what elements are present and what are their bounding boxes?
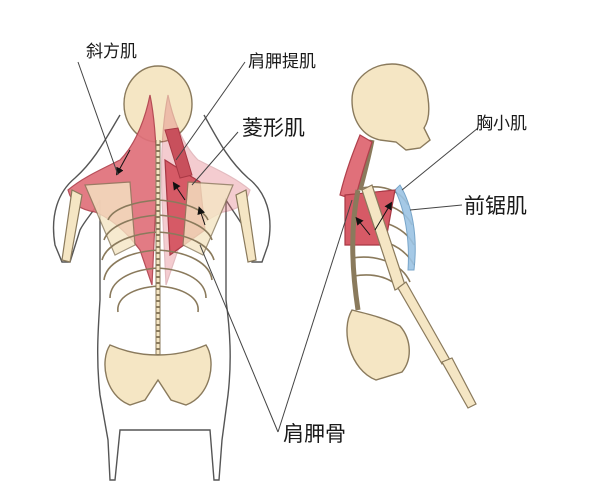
back-body-outline <box>52 114 271 481</box>
side-serratus-highlight <box>394 184 416 271</box>
side-muscle-arrows <box>355 201 393 236</box>
label-levator-scapulae: 肩胛提肌 <box>248 52 316 72</box>
back-arm-right <box>235 189 257 263</box>
back-pelvis <box>104 344 212 406</box>
leader-scapula-side <box>277 199 353 433</box>
label-scapula: 肩胛骨 <box>283 422 346 446</box>
leader-scapula-back <box>199 244 279 433</box>
back-ribcage <box>101 199 215 313</box>
back-view-figure <box>52 65 271 481</box>
side-pelvis <box>346 309 410 381</box>
label-serratus-anterior: 前锯肌 <box>464 194 527 218</box>
label-pectoralis-minor: 胸小肌 <box>476 114 527 134</box>
leader-pectoralis-minor <box>401 127 479 191</box>
leader-serratus <box>409 204 463 211</box>
side-spine <box>350 189 361 311</box>
side-skull <box>351 63 431 151</box>
leader-rhomboid <box>191 131 239 186</box>
leader-trapezius <box>77 61 119 176</box>
back-scapula-left <box>84 181 136 256</box>
back-arm-left <box>61 189 83 263</box>
leader-levator <box>175 61 246 161</box>
leader-lines <box>77 61 479 433</box>
side-hand <box>441 357 477 409</box>
side-view-figure <box>339 63 477 409</box>
label-rhomboid: 菱形肌 <box>242 116 305 140</box>
back-muscle-arrows <box>116 149 206 226</box>
side-upper-arm <box>361 184 406 291</box>
back-skull <box>123 65 193 143</box>
back-levator-muscle <box>164 127 193 179</box>
label-trapezius: 斜方肌 <box>86 42 137 62</box>
